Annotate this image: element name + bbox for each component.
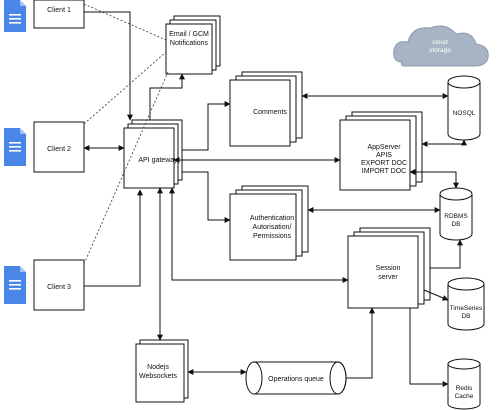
appserver-label-line2: APIS [376, 152, 392, 159]
redis-label-line2: Cache [455, 393, 474, 400]
nodejs-node: Nodejs Websockets [135, 339, 189, 403]
timeseries-label-line1: TimeSeries [450, 305, 483, 312]
rdbms-label-line1: RDBMS [444, 213, 468, 220]
document-icon [4, 128, 26, 166]
api-gateway-node: API gateway [123, 119, 183, 189]
nodejs-label-line1: Nodejs [147, 364, 169, 371]
cloud-label-line1: cloud [432, 39, 448, 46]
notifications-node: Email / GCM Notifications [165, 15, 221, 75]
appserver-node: AppServer APIS EXPORT DOC IMPORT DOC [339, 111, 423, 191]
session-server-node: Session server [347, 227, 431, 309]
comments-node: Comments [229, 71, 303, 147]
connectors [83, 3, 467, 387]
redis-cache: Redis Cache [447, 358, 481, 410]
client-2-label: Client 2 [47, 146, 71, 153]
operations-queue-label: Operations queue [268, 376, 324, 383]
cloud-label-line2: storage [429, 47, 451, 54]
cloud-storage: cloud storage [393, 25, 489, 67]
timeseries-label-line2: DB [461, 313, 470, 320]
client-1-label: Client 1 [47, 7, 71, 14]
auth-label-line2: Autorisation/ [253, 224, 292, 231]
document-icon [4, 0, 26, 32]
nosql-label: NOSQL [453, 110, 476, 117]
client-1: Client 1 [4, 0, 85, 32]
session-label-line2: server [378, 274, 398, 281]
appserver-label-line1: AppServer [367, 144, 401, 151]
notifications-label-line1: Email / GCM [169, 31, 209, 38]
client-2: Client 2 [4, 121, 85, 173]
operations-queue: Operations queue [245, 361, 347, 395]
nosql-db: NOSQL [447, 75, 481, 141]
rdbms-label-line2: DB [451, 221, 460, 228]
nodejs-label-line2: Websockets [139, 373, 177, 380]
rdbms-db: RDBMS DB [439, 187, 473, 241]
client-3: Client 3 [4, 259, 85, 311]
session-label-line1: Session [376, 265, 401, 272]
notifications-label-line2: Notifications [170, 40, 209, 47]
client-3-label: Client 3 [47, 284, 71, 291]
document-icon [4, 266, 26, 304]
appserver-label-line4: IMPORT DOC [362, 168, 406, 175]
auth-node: Authentication Autorisation/ Permissions [229, 185, 309, 261]
appserver-label-line3: EXPORT DOC [361, 160, 407, 167]
auth-label-line1: Authentication [250, 215, 294, 222]
redis-label-line1: Redis [456, 385, 473, 392]
api-gateway-label: API gateway [138, 157, 178, 164]
comments-label: Comments [253, 109, 287, 116]
timeseries-db: TimeSeries DB [447, 277, 485, 331]
auth-label-line3: Permissions [253, 233, 292, 240]
